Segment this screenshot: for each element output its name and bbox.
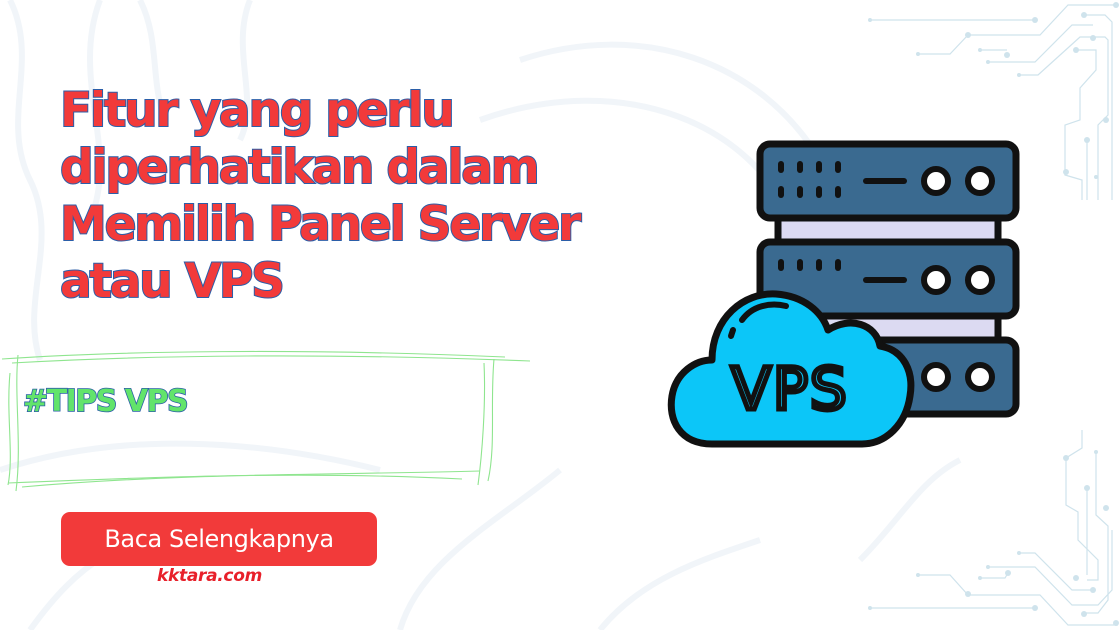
- read-more-button[interactable]: Baca Selengkapnya: [61, 512, 377, 566]
- tag-label: #TIPS VPS: [22, 383, 189, 420]
- headline-line-4: atau VPS: [59, 253, 286, 310]
- cloud-label: VPS: [731, 355, 848, 423]
- headline-line-2: diperhatikan dalam: [59, 139, 541, 196]
- circuit-decoration-bottom: [868, 430, 1119, 626]
- server-unit-1: [756, 140, 1020, 222]
- cloud-icon: VPS: [667, 290, 915, 448]
- vps-server-illustration: VPS: [667, 140, 1020, 448]
- server-unit-2: [756, 238, 1020, 320]
- site-domain: kktara.com: [157, 566, 262, 586]
- sketch-frame: [1, 350, 531, 492]
- headline-line-3: Memilih Panel Server: [59, 196, 582, 253]
- headline-line-1: Fitur yang perlu: [59, 82, 456, 139]
- headline: Fitur yang perlu diperhatikan dalam Memi…: [59, 82, 680, 310]
